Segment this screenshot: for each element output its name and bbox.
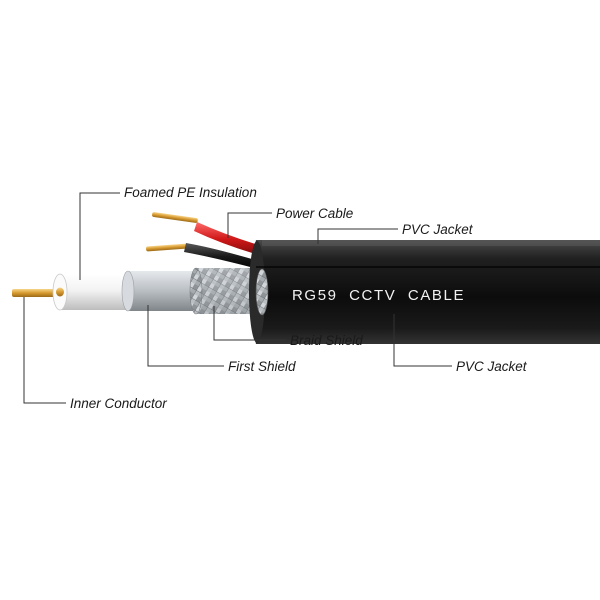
leader-foamed-pe <box>79 192 120 280</box>
cable-print-text: RG59 CCTV CABLE <box>292 287 465 304</box>
label-pvc-jacket-bottom: PVC Jacket <box>456 359 528 374</box>
leader-power-cable <box>227 212 272 238</box>
label-foamed-pe-insulation: Foamed PE Insulation <box>124 185 257 200</box>
leader-pvc-jacket-top <box>317 228 398 244</box>
power-wire-black-conductor <box>146 243 189 252</box>
braid-inside-jacket <box>255 268 269 316</box>
leader-first-shield <box>147 305 224 367</box>
label-power-cable: Power Cable <box>276 206 353 221</box>
label-braid-shield: Braid Shield <box>290 333 363 348</box>
foamed-pe-insulation <box>60 274 132 310</box>
label-first-shield: First Shield <box>228 359 296 374</box>
first-shield-end <box>121 270 135 312</box>
first-shield <box>128 271 200 311</box>
leader-inner-conductor <box>23 297 66 404</box>
power-wire-red-conductor <box>152 212 198 223</box>
conductor-end <box>56 287 64 297</box>
power-wire-red <box>194 222 262 256</box>
jacket-divider <box>256 266 600 268</box>
leader-pvc-jacket-bottom <box>393 314 452 367</box>
jacket-highlight <box>262 240 600 246</box>
label-pvc-jacket-top: PVC Jacket <box>402 222 474 237</box>
braid-shield-end <box>189 267 203 315</box>
leader-braid-shield <box>213 306 286 341</box>
power-wire-black <box>184 243 262 270</box>
label-inner-conductor: Inner Conductor <box>70 396 167 411</box>
